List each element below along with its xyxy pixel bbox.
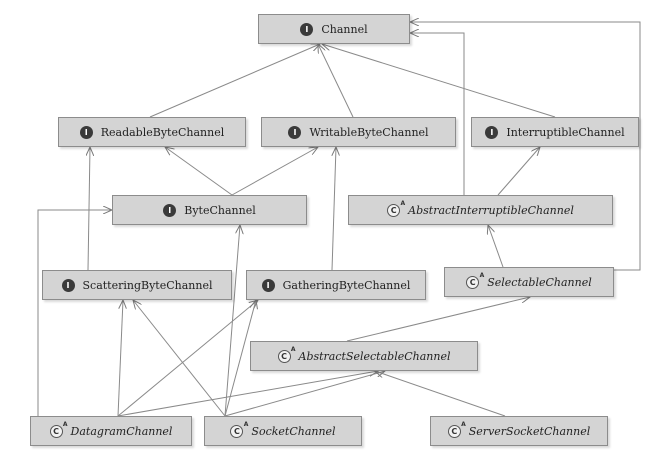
node-DatagramChannel[interactable]: CDatagramChannel: [30, 416, 192, 446]
edge-SocketChannel-to-ScatteringByteChannel: [133, 300, 226, 417]
node-SocketChannel[interactable]: CSocketChannel: [204, 416, 362, 446]
interface-icon: I: [261, 278, 275, 292]
edge-ByteChannel-to-WritableByteChannel: [231, 147, 318, 196]
interface-icon: I: [61, 278, 75, 292]
node-label: WritableByteChannel: [309, 125, 429, 139]
edge-AbstractInterruptibleChannel-to-Channel: [410, 33, 465, 195]
edge-AbstractInterruptibleChannel-to-InterruptibleChannel: [497, 147, 540, 196]
node-ByteChannel[interactable]: I ByteChannel: [112, 195, 307, 225]
node-label: SelectableChannel: [487, 275, 592, 289]
edge-SocketChannel-to-AbstractSelectableChannel: [224, 371, 385, 417]
edge-DatagramChannel-to-AbstractSelectableChannel: [117, 371, 378, 417]
abstract-class-icon: C: [230, 421, 248, 438]
node-SelectableChannel[interactable]: CSelectableChannel: [444, 267, 614, 297]
node-InterruptibleChannel[interactable]: I InterruptibleChannel: [471, 117, 639, 147]
edge-ServerSocketChannel-to-AbstractSelectableChannel: [375, 371, 506, 417]
edge-DatagramChannel-to-GatheringByteChannel: [117, 300, 258, 417]
node-label: InterruptibleChannel: [506, 125, 625, 139]
abstract-class-icon: C: [277, 346, 296, 363]
node-WritableByteChannel[interactable]: I WritableByteChannel: [261, 117, 456, 147]
node-ServerSocketChannel[interactable]: CServerSocketChannel: [430, 416, 608, 446]
node-ReadableByteChannel[interactable]: I ReadableByteChannel: [58, 117, 246, 147]
node-label: GatheringByteChannel: [282, 278, 411, 292]
interface-icon: I: [300, 22, 314, 36]
interface-icon: I: [288, 125, 302, 139]
edge-DatagramChannel-to-ByteChannel: [37, 210, 112, 416]
edge-SocketChannel-to-ByteChannel: [224, 225, 240, 417]
node-Channel[interactable]: I Channel: [258, 14, 410, 44]
edge-ScatteringByteChannel-to-ReadableByteChannel: [88, 147, 90, 271]
edge-InterruptibleChannel-to-Channel: [322, 44, 556, 118]
abstract-class-icon: C: [447, 421, 466, 438]
node-GatheringByteChannel[interactable]: I GatheringByteChannel: [246, 270, 426, 300]
node-ScatteringByteChannel[interactable]: I ScatteringByteChannel: [42, 270, 232, 300]
node-label: Channel: [321, 22, 368, 36]
edge-ByteChannel-to-ReadableByteChannel: [165, 147, 233, 196]
abstract-class-icon: C: [49, 421, 68, 438]
edge-SelectableChannel-to-Channel: [410, 22, 641, 271]
node-label: ReadableByteChannel: [100, 125, 225, 139]
edge-AbstractSelectableChannel-to-SelectableChannel: [346, 297, 530, 342]
abstract-class-icon: C: [466, 272, 484, 289]
edge-ReadableByteChannel-to-Channel: [149, 44, 320, 118]
interface-icon: I: [485, 125, 499, 139]
node-label: ScatteringByteChannel: [82, 278, 213, 292]
interface-icon: I: [79, 125, 93, 139]
edge-SelectableChannel-to-AbstractInterruptibleChannel: [488, 225, 504, 268]
node-label: ByteChannel: [184, 203, 256, 217]
node-AbstractInterruptibleChannel[interactable]: CAbstractInterruptibleChannel: [348, 195, 613, 225]
abstract-class-icon: C: [387, 200, 405, 217]
node-label: DatagramChannel: [70, 424, 173, 438]
node-label: ServerSocketChannel: [468, 424, 591, 438]
edge-DatagramChannel-to-ScatteringByteChannel: [117, 300, 123, 417]
node-label: AbstractInterruptibleChannel: [408, 203, 574, 217]
edge-GatheringByteChannel-to-WritableByteChannel: [331, 147, 336, 271]
node-AbstractSelectableChannel[interactable]: CAbstractSelectableChannel: [250, 341, 478, 371]
node-label: SocketChannel: [251, 424, 336, 438]
edge-SocketChannel-to-GatheringByteChannel: [224, 300, 256, 417]
interface-icon: I: [163, 203, 177, 217]
edge-WritableByteChannel-to-Channel: [318, 44, 354, 118]
node-label: AbstractSelectableChannel: [298, 349, 451, 363]
